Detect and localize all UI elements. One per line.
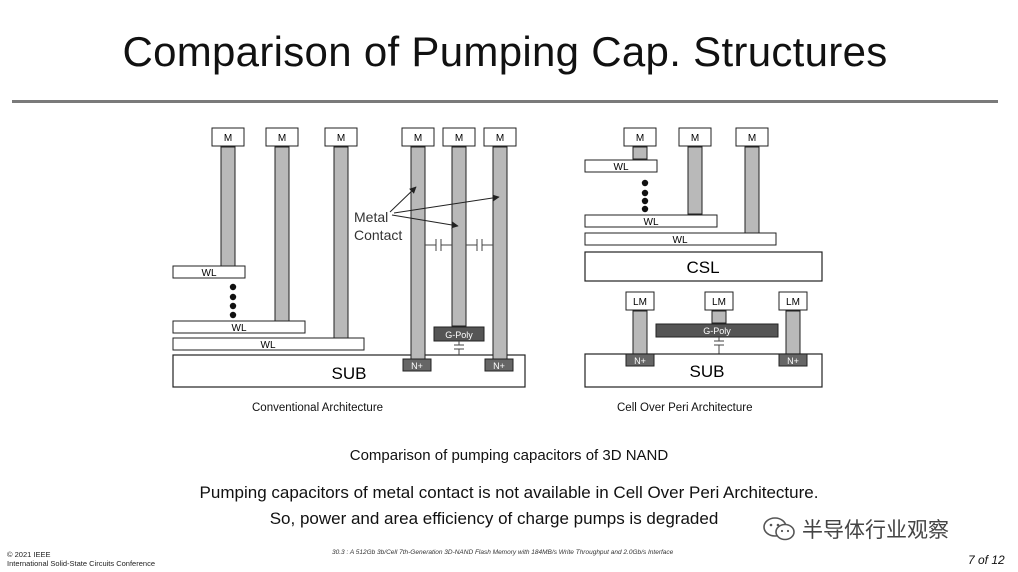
left-m-label-6: M: [496, 133, 504, 144]
csl-block: [584, 251, 823, 282]
wechat-icon: [763, 517, 795, 541]
right-m-label-1: M: [636, 133, 644, 144]
left-m-label-4: M: [414, 133, 422, 144]
right-ellipsis-dot-4: [641, 205, 649, 213]
right-pillar-3: [744, 146, 760, 234]
footer-left: © 2021 IEEE International Solid-State Ci…: [7, 550, 155, 568]
left-m-box-4: [401, 127, 435, 147]
conventional-architecture-diagram: SUB M M M M M M WL WL WL: [172, 127, 526, 388]
right-ellipsis-dot-1: [641, 179, 649, 187]
watermark-text: 半导体行业观察: [802, 519, 949, 542]
right-wl-label-2: WL: [644, 217, 659, 228]
left-ellipsis-dot-1: [229, 283, 237, 291]
right-lm-box-2: [704, 291, 734, 311]
conventional-architecture-caption: Conventional Architecture: [252, 402, 384, 414]
watermark: 半导体行业观察: [762, 514, 949, 544]
statement-line-1: Pumping capacitors of metal contact is n…: [199, 483, 819, 502]
left-nplus-2: [484, 358, 514, 372]
right-lm-label-3: LM: [786, 297, 800, 308]
right-m-label-2: M: [691, 133, 699, 144]
annotation-arrow-3: [393, 194, 500, 214]
left-nplus-1: [402, 358, 432, 372]
left-m-box-5: [442, 127, 476, 147]
right-gpoly-label: G-Poly: [703, 326, 731, 336]
right-m-box-1: [623, 127, 657, 147]
right-lm-label-1: LM: [633, 297, 647, 308]
left-wl-bar-bottom: [172, 337, 365, 351]
left-m-label-3: M: [337, 133, 345, 144]
left-wl-bar-mid: [172, 320, 306, 334]
left-contact-pillar-1: [410, 146, 426, 360]
right-lm-box-1: [625, 291, 655, 311]
left-pillar-1: [220, 146, 236, 267]
right-wl-bar-mid: [584, 214, 718, 228]
cell-over-peri-diagram: M M M WL WL WL CSL LM LM LM G-Poly: [584, 127, 823, 388]
left-wl-bar-top: [172, 265, 246, 279]
left-sub-block: [172, 354, 526, 388]
slide-title: Comparison of Pumping Cap. Structures: [122, 28, 888, 75]
metal-contact-annotation-line2: Contact: [354, 227, 402, 243]
right-wl-label-1: WL: [614, 162, 629, 173]
csl-label: CSL: [686, 258, 719, 277]
right-m-box-3: [735, 127, 769, 147]
cell-over-peri-caption: Cell Over Peri Architecture: [617, 402, 753, 414]
left-m-label-5: M: [455, 133, 463, 144]
metal-contact-annotation-line1: Metal: [354, 209, 388, 225]
left-sub-label: SUB: [332, 364, 367, 383]
left-wl-label-3: WL: [261, 340, 276, 351]
right-wl-bar-top: [584, 159, 658, 173]
right-lm-pillar-2: [711, 310, 727, 324]
left-gpoly-capacitor-symbol: [454, 341, 464, 355]
right-nplus-label-1: N+: [634, 356, 646, 366]
left-gpoly-label: G-Poly: [445, 330, 473, 340]
right-sub-label: SUB: [690, 362, 725, 381]
left-contact-pillar-3: [492, 146, 508, 360]
right-lm-box-3: [778, 291, 808, 311]
left-pillar-2: [274, 146, 290, 322]
page-number: 7 of 12: [968, 553, 1005, 567]
right-gpoly-block: [655, 323, 779, 338]
right-lm-pillar-3: [785, 310, 801, 355]
left-nplus-label-2: N+: [493, 361, 505, 371]
left-capacitor-symbol-1: [425, 239, 452, 251]
right-nplus-1: [625, 353, 655, 367]
left-wl-label-2: WL: [232, 323, 247, 334]
left-m-box-6: [483, 127, 517, 147]
figure-caption: Comparison of pumping capacitors of 3D N…: [349, 447, 669, 464]
left-m-box-1: [211, 127, 245, 147]
right-ellipsis-dot-3: [641, 197, 649, 205]
right-m-box-2: [678, 127, 712, 147]
right-gpoly-capacitor-symbol: [714, 337, 724, 354]
annotation-arrow-1: [389, 186, 417, 213]
right-lm-label-2: LM: [712, 297, 726, 308]
footer-conference: International Solid-State Circuits Confe…: [7, 559, 155, 568]
right-nplus-2: [778, 353, 808, 367]
right-wl-label-3: WL: [673, 235, 688, 246]
left-ellipsis-dot-4: [229, 311, 237, 319]
left-contact-pillar-2: [451, 146, 467, 327]
right-pillar-2: [687, 146, 703, 215]
left-m-box-3: [324, 127, 358, 147]
title-divider: [12, 100, 998, 103]
right-pillar-1: [632, 146, 648, 160]
left-capacitor-symbol-2: [466, 239, 493, 251]
left-m-label-1: M: [224, 133, 232, 144]
left-nplus-label-1: N+: [411, 361, 423, 371]
left-ellipsis-dot-2: [229, 293, 237, 301]
right-ellipsis-dot-2: [641, 189, 649, 197]
left-m-box-2: [265, 127, 299, 147]
right-m-label-3: M: [748, 133, 756, 144]
left-pillar-3: [333, 146, 349, 339]
annotation-arrow-2: [391, 214, 459, 229]
right-wl-bar-bottom: [584, 232, 777, 246]
footer-paper-title: 30.3 : A 512Gb 3b/Cell 7th-Generation 3D…: [332, 549, 674, 556]
statement-line-2: So, power and area efficiency of charge …: [269, 509, 719, 528]
left-wl-label-1: WL: [202, 268, 217, 279]
right-lm-pillar-1: [632, 310, 648, 355]
right-nplus-label-2: N+: [787, 356, 799, 366]
footer-copyright: © 2021 IEEE: [7, 550, 51, 559]
left-m-label-2: M: [278, 133, 286, 144]
left-ellipsis-dot-3: [229, 302, 237, 310]
